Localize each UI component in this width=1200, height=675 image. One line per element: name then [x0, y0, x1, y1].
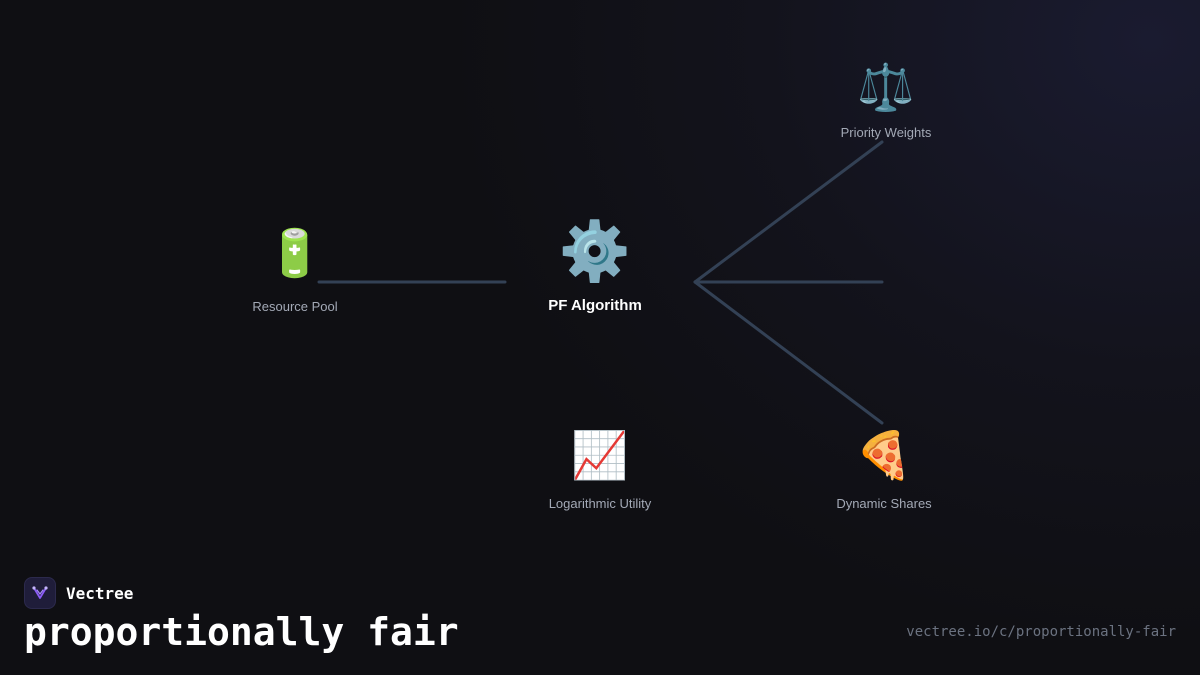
brand[interactable]: Vectree — [24, 577, 133, 609]
brand-name: Vectree — [66, 583, 134, 603]
node-label: Logarithmic Utility — [548, 496, 652, 511]
vectree-logo-icon — [24, 577, 56, 609]
edge-pf-algorithm-to-priority-weights — [693, 140, 884, 284]
node-resource-pool[interactable]: 🔋 Resource Pool — [235, 228, 355, 323]
node-label: Resource Pool — [252, 299, 338, 314]
node-label: Priority Weights — [840, 125, 932, 140]
node-logarithmic-utility[interactable]: 📈 Logarithmic Utility — [530, 430, 670, 515]
node-label: Dynamic Shares — [836, 496, 932, 511]
node-dynamic-shares[interactable]: 🍕 Dynamic Shares — [824, 430, 944, 515]
page-title: proportionally fair — [24, 610, 459, 654]
node-pf-algorithm[interactable]: ⚙️ PF Algorithm — [530, 220, 660, 320]
node-label: PF Algorithm — [548, 297, 642, 314]
pizza-slice-icon: 🍕 — [855, 428, 913, 482]
node-priority-weights[interactable]: ⚖️ Priority Weights — [826, 64, 946, 144]
balance-scale-icon: ⚖️ — [857, 60, 915, 114]
gear-icon: ⚙️ — [558, 217, 632, 285]
battery-icon: 🔋 — [266, 226, 324, 280]
source-url[interactable]: vectree.io/c/proportionally-fair — [906, 624, 1176, 640]
chart-increasing-icon: 📈 — [571, 428, 629, 482]
edge-pf-algorithm-to-dynamic-shares — [693, 280, 884, 425]
